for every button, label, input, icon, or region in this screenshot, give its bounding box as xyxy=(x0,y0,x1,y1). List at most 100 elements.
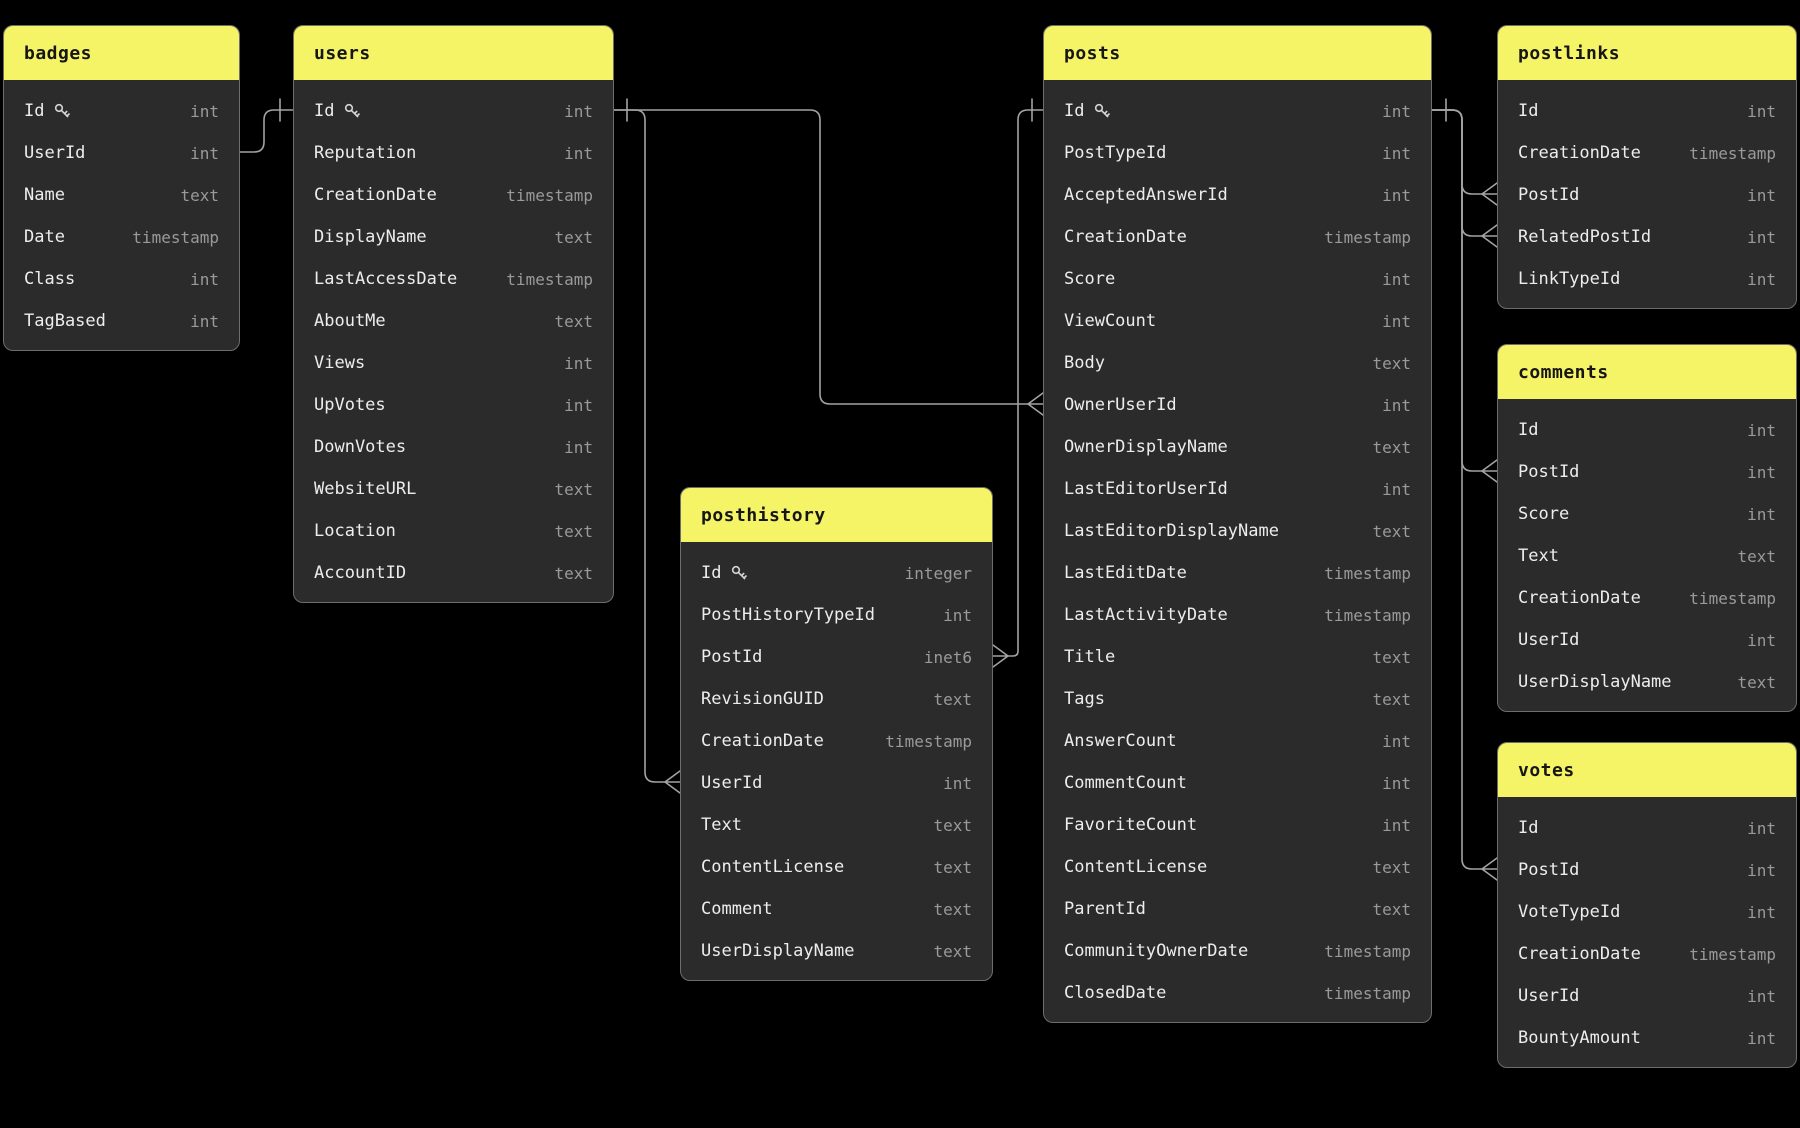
column-name: PostId xyxy=(1518,462,1580,482)
table-header-posthistory[interactable]: posthistory xyxy=(681,488,992,542)
column-name: Text xyxy=(701,815,742,835)
relationship-posts-Id-to-postlinks-PostId[interactable] xyxy=(1431,98,1498,206)
table-header-comments[interactable]: comments xyxy=(1498,345,1796,399)
column-name: Id xyxy=(1518,818,1539,838)
cardinality-many-crowfoot xyxy=(664,770,681,794)
relationship-posts-Id-to-posthistory-PostId[interactable] xyxy=(992,98,1044,668)
relationship-users-Id-to-posts-OwnerUserId[interactable] xyxy=(613,109,1044,416)
column-type: int xyxy=(564,101,593,121)
column-name: Text xyxy=(1518,546,1559,566)
table-header-badges[interactable]: badges xyxy=(4,26,239,80)
column-name: PostId xyxy=(701,647,763,667)
relationship-posts-Id-to-comments-PostId[interactable] xyxy=(1431,109,1498,483)
table-header-votes[interactable]: votes xyxy=(1498,743,1796,797)
table-header-users[interactable]: users xyxy=(294,26,613,80)
relationship-posts-Id-to-votes-PostId[interactable] xyxy=(1431,109,1498,881)
table-header-postlinks[interactable]: postlinks xyxy=(1498,26,1796,80)
relationship-badges-UserId-to-users-Id[interactable] xyxy=(239,98,294,153)
relationship-users-Id-to-posthistory-UserId[interactable] xyxy=(613,98,681,794)
table-header-posts[interactable]: posts xyxy=(1044,26,1431,80)
relationship-posts-Id-to-postlinks-RelatedPostId[interactable] xyxy=(1431,109,1498,248)
